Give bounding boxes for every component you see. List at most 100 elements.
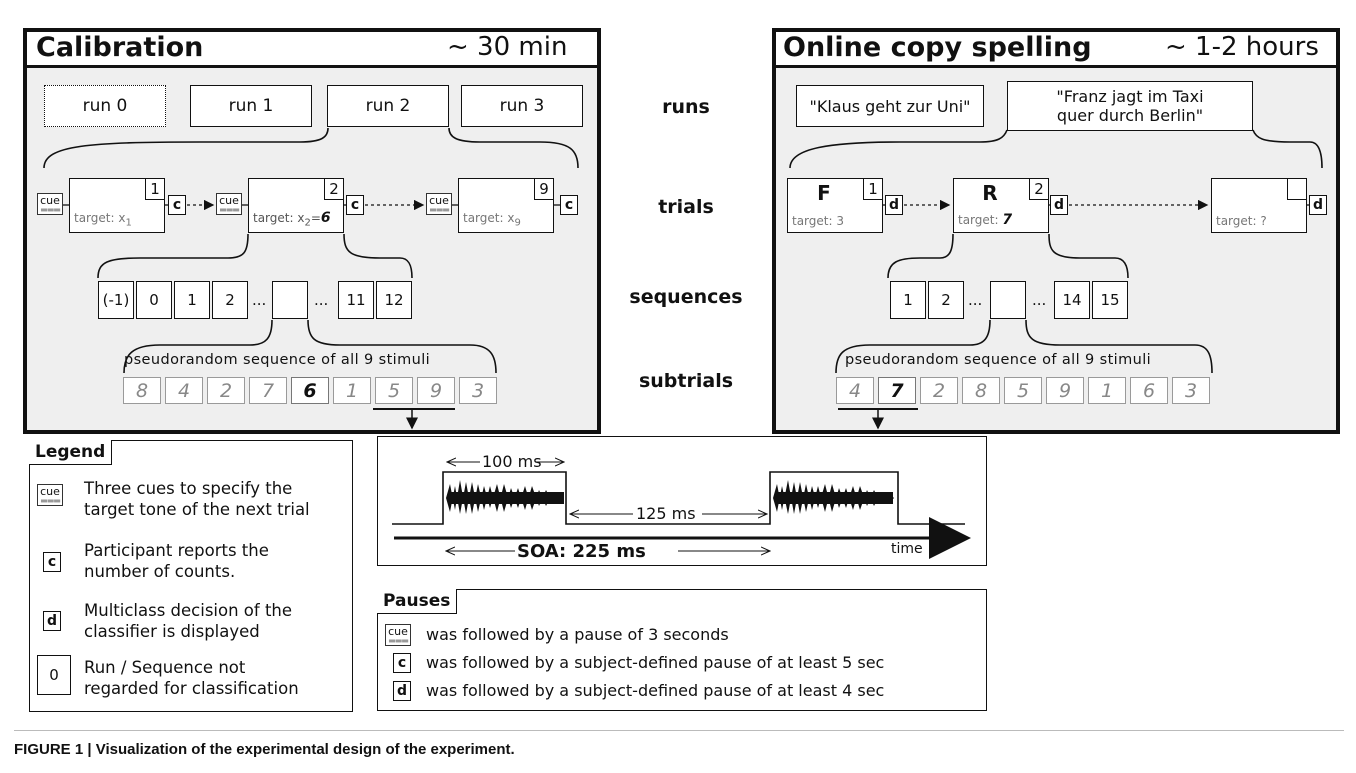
brace-left: [43, 127, 329, 169]
duration-125ms: 125 ms: [636, 504, 696, 523]
sequence-box: 0: [136, 281, 172, 319]
trial-target: target: 3: [792, 214, 844, 228]
subtrial-box: 5: [375, 377, 413, 404]
subtrial-box: 1: [1088, 377, 1126, 404]
label-subtrials: subtrials: [638, 370, 734, 392]
subtrial-box-target: 7: [878, 377, 916, 404]
subtrial-box: 8: [962, 377, 1000, 404]
d-icon: d: [43, 611, 61, 631]
c-icon: c: [560, 195, 578, 215]
sequence-box: (-1): [98, 281, 134, 319]
pause-item: was followed by a subject-defined pause …: [426, 681, 885, 700]
subtrial-box: 2: [920, 377, 958, 404]
online-trial-2-box: R 2 target: 7: [953, 178, 1049, 233]
subtrial-box: 5: [1004, 377, 1042, 404]
trial-number: 2: [324, 178, 344, 200]
trial-target: target: x2=6: [253, 209, 331, 228]
label-runs: runs: [662, 96, 710, 118]
sequence-box: 2: [212, 281, 248, 319]
c-icon: c: [168, 195, 186, 215]
subtrial-box: 4: [165, 377, 203, 404]
subtrial-caption: pseudorandom sequence of all 9 stimuli: [124, 352, 431, 368]
trial-target: target: ?: [1216, 214, 1267, 228]
label-sequences: sequences: [629, 286, 743, 308]
legend-box: [29, 440, 353, 712]
ellipsis: ...: [968, 291, 983, 309]
time-label: time: [891, 541, 923, 557]
ellipsis: ...: [314, 291, 329, 309]
pauses-title: Pauses: [377, 589, 458, 614]
caption-divider: [14, 730, 1344, 731]
sequence-box: 11: [338, 281, 374, 319]
calibration-title: Calibration: [36, 32, 204, 63]
trial-number: [1287, 178, 1307, 200]
trial-number: 1: [145, 178, 165, 200]
c-icon: c: [393, 653, 411, 673]
run-0-box: run 0: [44, 85, 166, 127]
brace-right: [448, 127, 579, 169]
subtrial-caption: pseudorandom sequence of all 9 stimuli: [845, 352, 1152, 368]
trial-number: 1: [863, 178, 883, 200]
subtrial-box: 7: [249, 377, 287, 404]
subtrial-box: 2: [207, 377, 245, 404]
subtrial-box: 3: [1172, 377, 1210, 404]
sequence-box: [272, 281, 308, 319]
d-icon: d: [1309, 195, 1327, 215]
subtrial-box: 9: [1046, 377, 1084, 404]
run-3-box: run 3: [461, 85, 583, 127]
label-trials: trials: [658, 196, 714, 218]
sequence-box: 1: [890, 281, 926, 319]
sequence-box: 1: [174, 281, 210, 319]
run-2-box: run 2: [327, 85, 449, 127]
d-icon: d: [885, 195, 903, 215]
trial-letter: F: [817, 181, 831, 205]
online-duration: ~ 1-2 hours: [1165, 32, 1319, 62]
sequence-box: 12: [376, 281, 412, 319]
cue-icon: cue▬▬▬: [426, 193, 452, 215]
subtrial-box: 9: [417, 377, 455, 404]
online-trial-next-box: target: ?: [1211, 178, 1307, 233]
trial-number: 2: [1029, 178, 1049, 200]
ellipsis: ...: [1032, 291, 1047, 309]
trial-target: target: x1: [74, 210, 132, 228]
trial-1-box: 1 target: x1: [69, 178, 165, 233]
pause-item: was followed by a subject-defined pause …: [426, 653, 885, 672]
sentence-1-box: "Klaus geht zur Uni": [796, 85, 984, 127]
pauses-box: [377, 589, 987, 711]
online-trial-1-box: F 1 target: 3: [787, 178, 883, 233]
dotted-zero-icon: 0: [37, 655, 71, 695]
trial-9-box: 9 target: x9: [458, 178, 554, 233]
subtrial-box: 8: [123, 377, 161, 404]
subtrial-box: 6: [1130, 377, 1168, 404]
subtrial-box: 4: [836, 377, 874, 404]
online-title: Online copy spelling: [783, 32, 1092, 63]
subtrial-box: 1: [333, 377, 371, 404]
sequence-box: [990, 281, 1026, 319]
cue-icon: cue▬▬▬: [216, 193, 242, 215]
duration-100ms: 100 ms: [482, 452, 542, 471]
subtrial-box: 3: [459, 377, 497, 404]
trial-target: target: 7: [958, 212, 1013, 228]
trial-target: target: x9: [463, 210, 521, 228]
figure-caption: FIGURE 1 | Visualization of the experime…: [14, 741, 515, 758]
run-1-box: run 1: [190, 85, 312, 127]
trial-letter: R: [982, 181, 998, 205]
trial-number: 9: [534, 178, 554, 200]
sequence-box: 2: [928, 281, 964, 319]
calibration-duration: ~ 30 min: [447, 32, 568, 62]
subtrial-box-target: 6: [291, 377, 329, 404]
cue-icon: cue▬▬▬: [37, 193, 63, 215]
sequence-box: 14: [1054, 281, 1090, 319]
cue-icon: cue▬▬▬: [37, 484, 63, 506]
trial-2-box: 2 target: x2=6: [248, 178, 344, 233]
soa-label: SOA: 225 ms: [517, 541, 646, 562]
pause-item: was followed by a pause of 3 seconds: [426, 625, 729, 644]
c-icon: c: [43, 552, 61, 572]
